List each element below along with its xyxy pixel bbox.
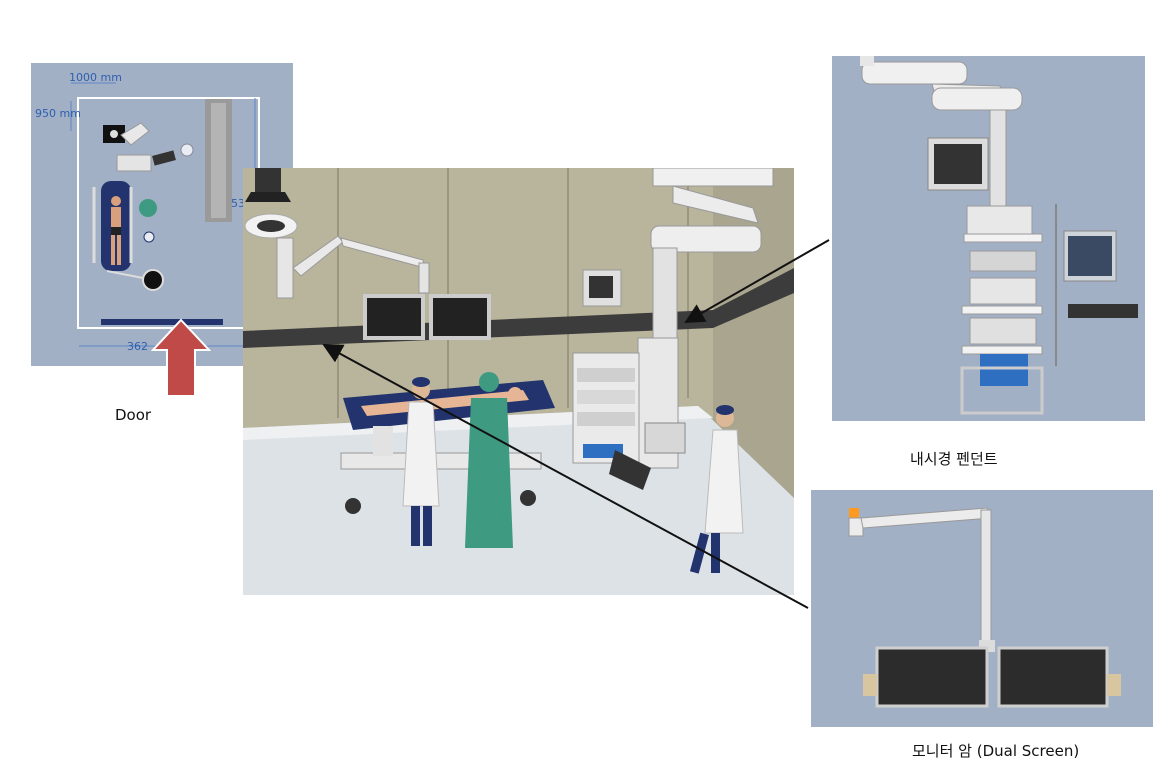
dim-room-depth-label: 53	[231, 197, 245, 210]
monitor-arm-drawing	[848, 507, 1121, 708]
monitor-arm-boom	[860, 507, 992, 529]
door-arrow-icon	[151, 318, 211, 397]
monitor-arm-panel	[811, 490, 1153, 727]
pendant-arm	[672, 185, 759, 224]
endoscope-pendant-drawing	[860, 56, 1138, 415]
dual-monitor-right	[997, 646, 1109, 708]
pendant-column	[652, 247, 678, 354]
stool-top-view	[142, 269, 164, 291]
surgeon-top-view	[139, 199, 157, 217]
dual-monitor-right	[429, 294, 491, 340]
door-bar	[101, 319, 223, 325]
dual-monitor-left	[875, 646, 989, 708]
floor-plan-drawing: 1000 mm 950 mm 362 53	[35, 71, 260, 353]
dim-width-label: 1000 mm	[69, 71, 122, 84]
dual-monitor-left	[363, 294, 425, 340]
or-3d-scene	[243, 168, 794, 595]
monitor-arm-label: 모니터 암 (Dual Screen)	[912, 742, 1080, 760]
or-3d-view-panel	[243, 168, 794, 595]
dim-room-width-label: 362	[127, 340, 148, 353]
nurse-left	[402, 401, 440, 507]
door-label: Door	[115, 406, 152, 424]
pendant-arm-top-view	[120, 122, 150, 146]
pendant-monitor	[589, 276, 613, 298]
endoscope-pendant-label: 내시경 펜던트	[910, 450, 998, 468]
pendant-column	[989, 109, 1007, 216]
operating-table-base	[340, 452, 542, 470]
patient-figure	[111, 196, 121, 206]
endoscope-pendant-panel	[832, 56, 1145, 421]
dim-depth-label: 950 mm	[35, 107, 81, 120]
pendant-monitor	[934, 144, 982, 184]
surgeon	[465, 398, 513, 548]
